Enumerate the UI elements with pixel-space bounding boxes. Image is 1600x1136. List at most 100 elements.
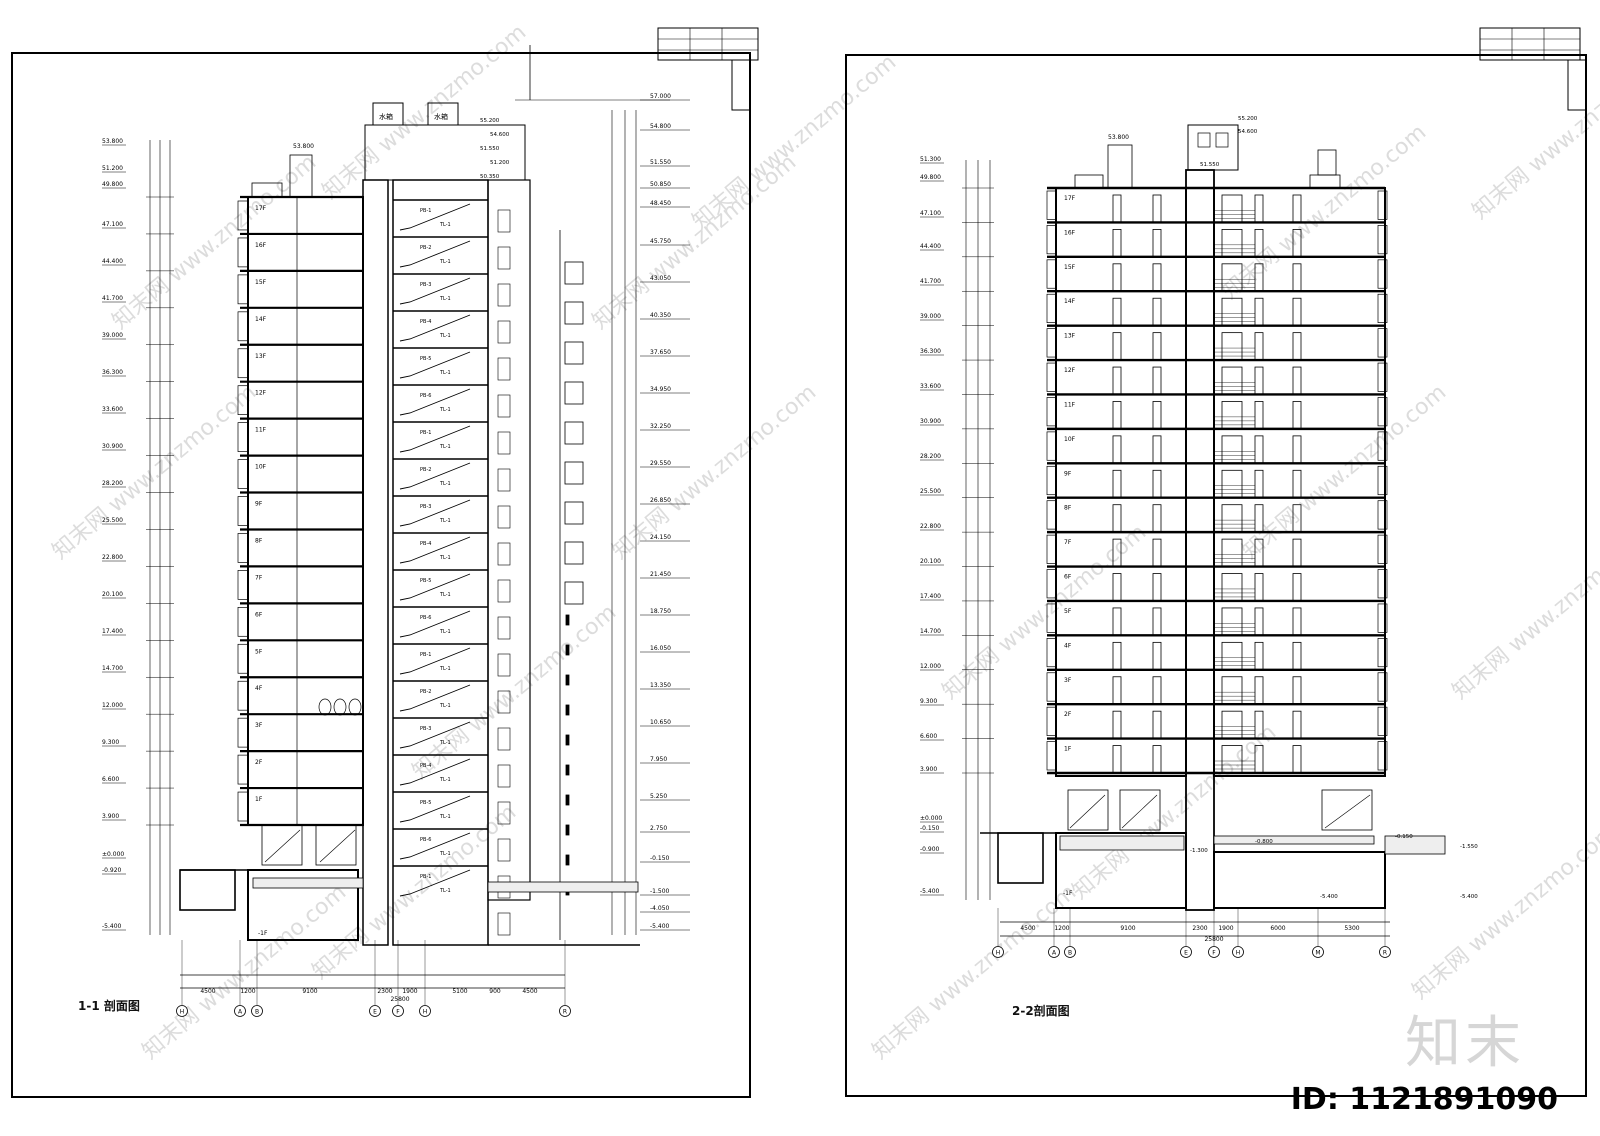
door bbox=[1254, 538, 1264, 567]
core-wall-left bbox=[362, 179, 389, 946]
ramp-box bbox=[315, 824, 357, 866]
axis-label: E bbox=[1184, 950, 1188, 957]
balcony-rail bbox=[1377, 672, 1388, 702]
stair-flight bbox=[399, 832, 471, 860]
axis-label: H bbox=[1236, 950, 1241, 957]
axis-bubble bbox=[369, 1005, 381, 1017]
roof-elevation: 55.200 bbox=[1238, 116, 1258, 122]
door-double bbox=[1221, 641, 1243, 671]
stair-tag: TL-1 bbox=[439, 555, 451, 561]
sheet-frame bbox=[845, 54, 1587, 1097]
elevation-label-right: 34.950 bbox=[650, 386, 671, 393]
total-dimension: 25800 bbox=[1204, 936, 1223, 943]
ground-slab bbox=[1059, 835, 1185, 851]
basement-outline bbox=[1213, 851, 1386, 909]
elevation-label-right: 24.150 bbox=[650, 534, 671, 541]
elevation-label-left: 9.300 bbox=[102, 739, 119, 746]
balcony-rail bbox=[1377, 328, 1388, 358]
elevation-label-right: -0.150 bbox=[650, 855, 670, 862]
ground-slab bbox=[1384, 835, 1446, 855]
axis-bubble bbox=[392, 1005, 404, 1017]
door bbox=[1292, 366, 1302, 395]
axis-bubble bbox=[1232, 946, 1244, 958]
window-small bbox=[565, 794, 570, 806]
balcony-rail bbox=[1046, 638, 1057, 668]
axis-bubble bbox=[419, 1005, 431, 1017]
watermark-text: 知末网 www.znzmo.com bbox=[868, 880, 1081, 1065]
axis-bubble bbox=[1064, 946, 1076, 958]
elevation-label-left: 44.400 bbox=[102, 258, 123, 265]
core-opening bbox=[497, 468, 511, 492]
roof-elevation: 54.600 bbox=[490, 132, 510, 138]
door-double bbox=[1221, 332, 1243, 361]
window bbox=[564, 541, 584, 565]
stair-tag: TL-1 bbox=[439, 333, 451, 339]
building-section-2: 51.30049.80047.10044.40041.70039.00036.3… bbox=[920, 116, 1478, 958]
door bbox=[1254, 607, 1264, 636]
stair-tag: PB-1 bbox=[420, 874, 431, 880]
axis-label: H bbox=[996, 950, 1001, 957]
door bbox=[1292, 401, 1302, 430]
axis-bubble bbox=[251, 1005, 263, 1017]
floor-label: 14F bbox=[255, 316, 267, 323]
floor-label: 17F bbox=[255, 205, 267, 212]
stair-flight bbox=[399, 610, 471, 638]
elevation-label-left: 12.000 bbox=[920, 663, 941, 670]
elevation-label-left: 25.500 bbox=[920, 488, 941, 495]
door bbox=[1254, 573, 1264, 602]
sheet-number-box bbox=[1567, 59, 1587, 111]
elevation-label-right: 32.250 bbox=[650, 423, 671, 430]
elevation-label-left: 3.900 bbox=[920, 766, 937, 773]
door bbox=[1152, 573, 1162, 602]
floor-label: 5F bbox=[255, 648, 263, 655]
roof-parapet bbox=[251, 182, 283, 198]
balcony-rail bbox=[237, 459, 249, 489]
floor-label: 6F bbox=[255, 611, 263, 618]
dimension-value: 1200 bbox=[240, 988, 255, 995]
door bbox=[1152, 229, 1162, 258]
core-opening bbox=[497, 616, 511, 640]
floor-label: 17F bbox=[1064, 195, 1076, 202]
axis-bubble bbox=[234, 1005, 246, 1017]
roof-window bbox=[1197, 132, 1211, 148]
axis-label: R bbox=[1383, 950, 1387, 957]
floor-label: 2F bbox=[1064, 711, 1072, 718]
door bbox=[1254, 641, 1264, 671]
elevation-label-left: 33.600 bbox=[920, 383, 941, 390]
elevation-label-left: 44.400 bbox=[920, 243, 941, 250]
watermark-text: 知末网 www.znzmo.com bbox=[48, 380, 261, 565]
axis-label: A bbox=[1052, 950, 1057, 957]
door bbox=[1292, 297, 1302, 327]
left-wing-outline bbox=[247, 196, 364, 826]
sheet-number-box bbox=[731, 59, 751, 111]
door-double bbox=[1221, 469, 1243, 499]
stair-tag: PB-1 bbox=[420, 652, 431, 658]
elevation-label-left: 53.800 bbox=[102, 138, 123, 145]
core-opening bbox=[497, 246, 511, 270]
title-block bbox=[1479, 27, 1581, 61]
dimension-value: 4500 bbox=[522, 988, 537, 995]
ramp-box bbox=[1321, 789, 1373, 831]
door-double bbox=[1221, 435, 1243, 464]
window bbox=[564, 421, 584, 445]
elevation-label-left: 49.800 bbox=[920, 174, 941, 181]
elevation-label-left: 3.900 bbox=[102, 813, 119, 820]
balcony-rail bbox=[1046, 672, 1057, 702]
detail-callout bbox=[348, 698, 362, 716]
door bbox=[1292, 607, 1302, 636]
axis-bubble bbox=[1208, 946, 1220, 958]
stair-tag: TL-1 bbox=[439, 814, 451, 820]
elevation-label-left: -0.150 bbox=[920, 825, 940, 832]
door bbox=[1254, 745, 1264, 774]
ramp-line bbox=[1121, 794, 1158, 829]
floor-label: 2F bbox=[255, 759, 263, 766]
door bbox=[1292, 435, 1302, 464]
dimension-value: 1900 bbox=[402, 988, 417, 995]
core-opening bbox=[497, 690, 511, 714]
axis-label: E bbox=[373, 1009, 377, 1016]
door bbox=[1292, 194, 1302, 223]
door bbox=[1254, 435, 1264, 464]
balcony-rail bbox=[237, 274, 249, 305]
door bbox=[1254, 332, 1264, 361]
floor-label: 9F bbox=[255, 501, 263, 508]
